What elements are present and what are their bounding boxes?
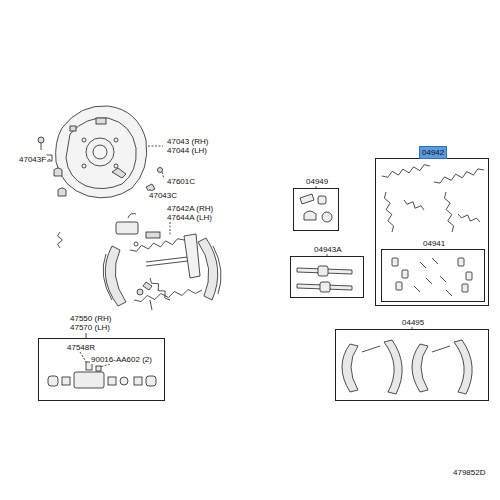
kit-box: 47550 (RH) 47570 (LH) xyxy=(38,338,165,401)
callout-number: 47044 (LH) xyxy=(166,146,208,155)
callout-number: 90016-AA602 (2) xyxy=(90,355,153,364)
part-number: 04943A xyxy=(313,245,343,254)
part-number: 04942 xyxy=(419,146,447,159)
kit-box: 04949 xyxy=(293,188,339,231)
spring xyxy=(404,200,424,210)
spring xyxy=(458,214,480,222)
kit-box: 04495 xyxy=(335,329,489,401)
callout-number: 47043F xyxy=(18,155,47,164)
part-number: 04941 xyxy=(422,239,446,248)
spring xyxy=(150,278,170,300)
kit-box: 0494204941 xyxy=(375,158,489,306)
spring xyxy=(444,192,453,232)
callout-number: 47644A (LH) xyxy=(166,213,213,222)
part-number: 04495 xyxy=(401,318,425,327)
spring xyxy=(58,232,63,248)
callout-number: 47601C xyxy=(166,177,196,186)
spring xyxy=(130,239,184,252)
spring xyxy=(434,169,484,183)
kit-box: 04943A xyxy=(290,256,364,298)
callout-number: 47043 (RH) xyxy=(166,137,209,146)
drawing-number: 479852D xyxy=(452,468,486,477)
part-number: 04949 xyxy=(305,177,329,186)
spring xyxy=(134,290,202,302)
kit-box: 04941 xyxy=(381,249,485,302)
spring xyxy=(384,192,393,232)
spring xyxy=(382,165,430,178)
callout-number: 47043C xyxy=(148,191,178,200)
callout-number: 47642A (RH) xyxy=(166,204,214,213)
part-number: 47550 (RH) 47570 (LH) xyxy=(69,314,123,332)
callout-number: 47548R xyxy=(66,343,96,352)
